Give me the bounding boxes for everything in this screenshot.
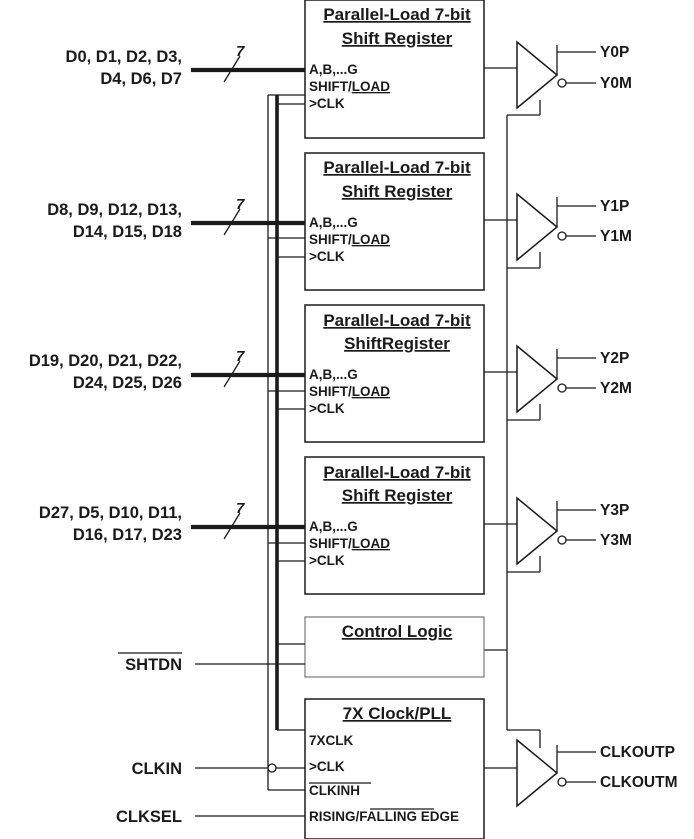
internal-clock-bus <box>267 94 305 770</box>
control-logic-block <box>304 616 485 678</box>
bus-width-label: 7 <box>236 43 245 60</box>
output-m-label: Y2M <box>600 380 632 397</box>
pin-shift-load-label: SHIFT/LOAD <box>309 536 390 551</box>
block-title-line2: Shift Register <box>342 29 453 48</box>
shift-register-block <box>304 152 485 291</box>
pin-data-label: A,B,...G <box>309 215 358 230</box>
output-p-label: Y3P <box>600 502 629 519</box>
output-m-label: Y3M <box>600 532 632 549</box>
data-inputs-line2: D4, D6, D7 <box>100 70 182 88</box>
shift-register-0: Parallel-Load 7-bit Shift Register A,B,.… <box>66 0 632 139</box>
pin-data-label: A,B,...G <box>309 367 358 382</box>
data-inputs-line1: D19, D20, D21, D22, <box>29 352 182 370</box>
clksel-input-label: CLKSEL <box>116 808 182 826</box>
block-title-line1: Parallel-Load 7-bit <box>323 158 471 177</box>
pin-clkinh-label: CLKINH <box>309 783 360 798</box>
inverting-bubble <box>557 383 567 393</box>
bus-slash <box>223 55 241 83</box>
bus-width-label: 7 <box>236 348 245 365</box>
clock-driver-triangle <box>516 738 559 808</box>
inverting-bubble <box>557 777 567 787</box>
inverting-bubble <box>557 231 567 241</box>
data-inputs-line2: D16, D17, D23 <box>73 526 182 544</box>
output-p-label: Y1P <box>600 198 629 215</box>
inverting-bubble <box>557 535 567 545</box>
control-logic-title: Control Logic <box>342 622 452 641</box>
inverting-bubble <box>557 78 567 88</box>
data-inputs-line2: D14, D15, D18 <box>73 223 182 241</box>
data-inputs-line1: D8, D9, D12, D13, <box>47 201 182 219</box>
pin-data-label: A,B,...G <box>309 519 358 534</box>
output-m-label: Y0M <box>600 75 632 92</box>
control-logic: Control Logic SHTDN <box>118 616 485 678</box>
block-title-line1: Parallel-Load 7-bit <box>323 463 471 482</box>
pin-edge-label: RISING/FALLING EDGE <box>309 809 459 824</box>
output-p-label: Y2P <box>600 350 629 367</box>
shift-register-2: Parallel-Load 7-bit ShiftRegister A,B,..… <box>29 304 632 443</box>
bus-width-label: 7 <box>236 196 245 213</box>
output-p-label: Y0P <box>600 44 629 61</box>
pin-shift-load-label: SHIFT/LOAD <box>309 232 390 247</box>
bus-slash <box>223 208 241 236</box>
block-title-line2: Shift Register <box>342 486 453 505</box>
output-enable-bus <box>484 114 540 730</box>
output-m-label: Y1M <box>600 228 632 245</box>
clkoutp-label: CLKOUTP <box>600 744 675 761</box>
shift-register-1: Parallel-Load 7-bit Shift Register A,B,.… <box>47 152 632 291</box>
shift-register-block <box>304 456 485 595</box>
lvds-driver-triangle <box>516 192 559 262</box>
clkin-input-label: CLKIN <box>132 760 182 778</box>
pin-shift-load-label: SHIFT/LOAD <box>309 384 390 399</box>
bus-width-label: 7 <box>236 500 245 517</box>
pin-clk-label: >CLK <box>309 96 345 111</box>
pin-clk-label: >CLK <box>309 249 345 264</box>
shtdn-input-label: SHTDN <box>125 656 182 674</box>
bus-slash <box>223 512 241 540</box>
data-inputs-line2: D24, D25, D26 <box>73 374 182 392</box>
pin-shift-load-label: SHIFT/LOAD <box>309 79 390 94</box>
block-title-line2: ShiftRegister <box>344 334 450 353</box>
bus-slash <box>223 360 241 388</box>
lvds-driver-triangle <box>516 344 559 414</box>
block-title-line1: Parallel-Load 7-bit <box>323 5 471 24</box>
pin-data-label: A,B,...G <box>309 62 358 77</box>
clock-pll: 7X Clock/PLL 7XCLK >CLK CLKINH RISING/FA… <box>116 698 678 839</box>
pin-clk-label: >CLK <box>309 759 345 774</box>
pin-7xclk-label: 7XCLK <box>309 733 354 748</box>
block-title-line2: Shift Register <box>342 182 453 201</box>
lvds-driver-triangle <box>516 496 559 566</box>
block-title-line1: Parallel-Load 7-bit <box>323 311 471 330</box>
data-inputs-line1: D27, D5, D10, D11, <box>39 504 182 522</box>
pin-clk-label: >CLK <box>309 401 345 416</box>
clkoutm-label: CLKOUTM <box>600 774 678 791</box>
clkin-bubble <box>267 763 277 773</box>
lvds-driver-triangle <box>516 40 559 110</box>
pll-title: 7X Clock/PLL <box>343 704 452 723</box>
pin-clk-label: >CLK <box>309 553 345 568</box>
data-inputs-line1: D0, D1, D2, D3, <box>66 48 182 66</box>
pll-block <box>304 698 485 839</box>
shift-register-3: Parallel-Load 7-bit Shift Register A,B,.… <box>39 456 632 595</box>
